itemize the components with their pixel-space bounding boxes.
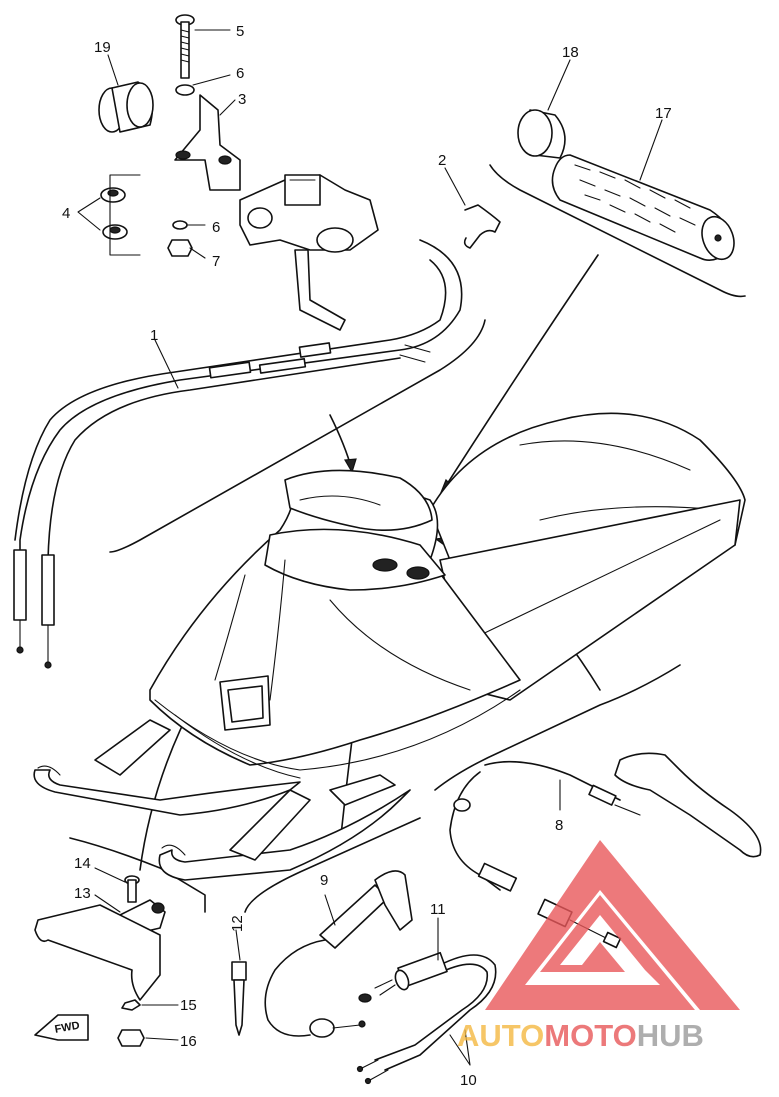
grommet-part-4 [100,187,128,240]
callout-10: 10 [460,1072,477,1089]
callout-6-upper: 6 [236,65,244,82]
callout-7: 7 [212,253,220,270]
automotohub-watermark: AUTOMOTOHUB [457,840,740,1053]
snowmobile-body [149,412,746,779]
callout-11: 11 [430,901,446,918]
nut-part-16 [117,1029,145,1047]
callout-5: 5 [236,23,244,40]
callout-18: 18 [562,44,579,61]
grip-end-part-18 [517,109,566,159]
callout-12: 12 [229,915,246,932]
cover-panel [34,904,161,1001]
bolt-part-5 [175,14,195,79]
clip-part-2 [463,204,501,249]
callout-13: 13 [74,885,91,902]
washer-part-15 [121,999,141,1011]
callout-9: 9 [320,872,328,889]
watermark-hub: HUB [637,1018,704,1053]
fwd-arrow: FWD [34,1014,89,1041]
bracket-part-3 [174,94,241,191]
callout-19: 19 [94,39,111,56]
skis [33,719,411,881]
callout-2: 2 [438,152,446,169]
callout-numbers: 5 6 3 19 4 6 7 2 18 17 1 8 9 11 12 14 13… [62,23,672,1089]
nut-part-7 [167,239,193,257]
brake-lever [614,752,762,858]
watermark-moto: MOTO [544,1018,636,1053]
grip-part-17 [551,154,735,261]
callout-4: 4 [62,205,70,222]
group-bracket-lines [69,164,746,913]
callout-14: 14 [74,855,91,872]
callout-8: 8 [555,817,563,834]
watermark-triangle [485,840,740,1010]
cable-part-11 [358,951,448,1003]
throttle-case-group [98,14,379,331]
callout-17: 17 [655,105,672,122]
bolt-part-14 [124,875,140,903]
leader-lines [77,29,663,1066]
washer-part-6 [175,84,195,96]
grip-cap-part-19 [98,81,154,133]
callout-16: 16 [180,1033,197,1050]
callout-1: 1 [150,327,158,344]
cable-part-1 [13,239,463,669]
callout-6-lower: 6 [212,219,220,236]
tie-part-12 [231,961,247,1036]
svg-text:AUTOMOTOHUB: AUTOMOTOHUB [457,1018,704,1053]
callout-3: 3 [238,91,246,108]
watermark-auto: AUTO [457,1018,544,1053]
callout-15: 15 [180,997,197,1014]
cable-part-9 [264,870,413,1038]
fwd-label: FWD [54,1020,81,1036]
cable-part-10 [356,954,497,1085]
